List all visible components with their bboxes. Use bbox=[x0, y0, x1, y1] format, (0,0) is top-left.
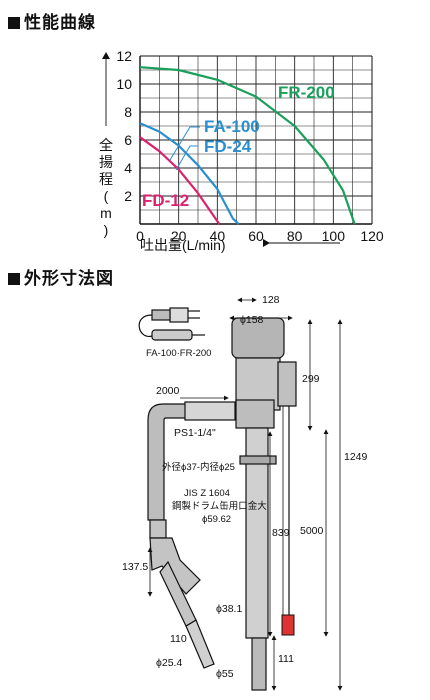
x-tick-label: 100 bbox=[322, 228, 346, 244]
dim-jis-desc: 鋼製ドラム缶用口金大 bbox=[172, 500, 267, 512]
nozzle-drawing bbox=[149, 519, 215, 669]
dim-5000: 5000 bbox=[300, 525, 324, 537]
x-tick-label: 60 bbox=[248, 228, 264, 244]
pump-body bbox=[231, 317, 297, 691]
y-tick-label: 2 bbox=[124, 188, 132, 204]
series-leader-line bbox=[175, 145, 198, 171]
dim-phi55: ϕ55 bbox=[216, 668, 234, 680]
chart-ticks: 0 20 40 60 80 100 120 2 4 6 8 10 12 bbox=[116, 48, 383, 244]
performance-chart: 0 20 40 60 80 100 120 2 4 6 8 10 12 FR-200FA-100FD-2… bbox=[99, 48, 384, 253]
chart-grid bbox=[140, 55, 373, 224]
plug-drawing bbox=[138, 307, 205, 341]
dim-phi5962: ϕ59.62 bbox=[202, 514, 231, 525]
heading-square-icon bbox=[8, 17, 20, 29]
dim-1249: 1249 bbox=[344, 451, 368, 463]
y-axis-label-char: ) bbox=[104, 222, 109, 238]
x-tick-label: 40 bbox=[210, 228, 226, 244]
dim-ps: PS1-1/4" bbox=[174, 427, 216, 439]
y-axis-label-char: m bbox=[100, 205, 112, 221]
series-label: FD-12 bbox=[142, 191, 189, 210]
y-axis-label: 全揚程(m) bbox=[99, 137, 113, 238]
y-tick-label: 10 bbox=[116, 76, 132, 92]
y-tick-label: 8 bbox=[124, 104, 132, 120]
series-line bbox=[139, 122, 240, 225]
y-tick-label: 12 bbox=[116, 48, 132, 64]
y-axis-label-char: 程 bbox=[99, 171, 113, 187]
x-tick-label: 0 bbox=[136, 228, 144, 244]
hose-drawing bbox=[147, 401, 236, 521]
dim-128: 128 bbox=[262, 294, 280, 306]
series-line bbox=[139, 136, 221, 225]
y-axis-label-char: 全 bbox=[99, 137, 113, 153]
series-label: FD-24 bbox=[204, 137, 252, 156]
y-tick-label: 4 bbox=[124, 160, 132, 176]
x-axis-label: 吐出量(L/min) bbox=[140, 237, 226, 253]
dim-phi25-4: ϕ25.4 bbox=[156, 657, 182, 669]
chart-axes bbox=[102, 52, 373, 247]
dim-839: 839 bbox=[272, 527, 290, 539]
dim-111: 111 bbox=[278, 653, 294, 665]
series-label: FR-200 bbox=[278, 83, 335, 102]
dim-137-5: 137.5 bbox=[122, 561, 148, 573]
dimensions-heading: 外形寸法図 bbox=[8, 264, 114, 289]
dim-phi38-1: ϕ38.1 bbox=[216, 603, 242, 615]
x-tick-label: 20 bbox=[171, 228, 187, 244]
y-axis-label-char: ( bbox=[104, 188, 109, 204]
dim-110: 110 bbox=[170, 633, 187, 645]
heading-square-icon bbox=[8, 273, 20, 285]
x-tick-label: 120 bbox=[360, 228, 384, 244]
y-axis-label-char: 揚 bbox=[99, 154, 113, 170]
y-tick-label: 6 bbox=[124, 132, 132, 148]
dim-hose: 外径ϕ37-内径ϕ25 bbox=[162, 461, 235, 473]
series-leader-line bbox=[169, 126, 200, 161]
dim-phi158: ϕ158 bbox=[240, 314, 264, 326]
dim-jis: JIS Z 1604 bbox=[184, 488, 230, 499]
chart-curves bbox=[139, 66, 356, 225]
dim-2000: 2000 bbox=[156, 385, 180, 397]
series-line bbox=[139, 66, 356, 225]
series-label: FA-100 bbox=[204, 117, 260, 136]
plug-caption: FA-100·FR-200 bbox=[146, 348, 211, 359]
performance-heading: 性能曲線 bbox=[8, 8, 96, 33]
dim-299: 299 bbox=[302, 373, 320, 385]
y-arrow-icon bbox=[102, 52, 110, 59]
x-tick-label: 80 bbox=[287, 228, 303, 244]
